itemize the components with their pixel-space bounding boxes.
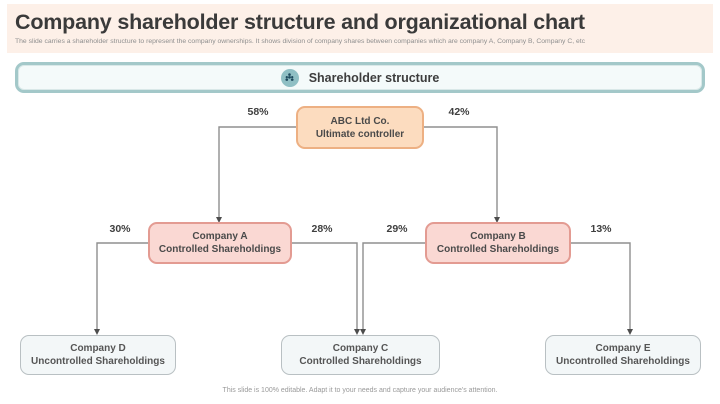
node-abc-ltd: ABC Ltd Co. Ultimate controller	[296, 106, 424, 149]
page-title: Company shareholder structure and organi…	[15, 10, 585, 34]
node-company-e: Company E Uncontrolled Shareholdings	[545, 335, 701, 375]
node-c-title: Company C	[332, 343, 389, 354]
node-b-title: Company B	[470, 231, 526, 242]
edge-label-a-c: 28%	[311, 223, 333, 235]
footer-note: This slide is 100% editable. Adapt it to…	[222, 387, 498, 394]
node-company-c: Company C Controlled Shareholdings	[281, 335, 440, 375]
node-company-b: Company B Controlled Shareholdings	[425, 222, 571, 264]
header-band: Company shareholder structure and organi…	[7, 4, 713, 53]
node-abc-title: ABC Ltd Co.	[330, 115, 390, 127]
node-abc-subtitle: Ultimate controller	[315, 128, 405, 140]
edge-label-abc-b: 42%	[448, 106, 470, 118]
shareholder-structure-banner: Shareholder structure	[15, 62, 705, 93]
edge-label-abc-a: 58%	[247, 106, 269, 118]
banner-label: Shareholder structure	[308, 70, 440, 85]
node-company-d: Company D Uncontrolled Shareholdings	[20, 335, 176, 375]
node-e-subtitle: Uncontrolled Shareholdings	[556, 356, 690, 367]
people-group-icon	[280, 68, 299, 87]
edge-label-b-e: 13%	[590, 223, 612, 235]
node-c-subtitle: Controlled Shareholdings	[299, 356, 422, 367]
node-company-a: Company A Controlled Shareholdings	[148, 222, 292, 264]
edge-label-a-d: 30%	[109, 223, 131, 235]
node-e-title: Company E	[595, 343, 651, 354]
node-d-subtitle: Uncontrolled Shareholdings	[31, 356, 165, 367]
node-b-subtitle: Controlled Shareholdings	[436, 244, 560, 255]
node-d-title: Company D	[70, 343, 126, 354]
page-subtitle: The slide carries a shareholder structur…	[15, 38, 586, 45]
edge-label-b-c: 29%	[386, 223, 408, 235]
node-a-title: Company A	[192, 231, 248, 242]
node-a-subtitle: Controlled Shareholdings	[158, 244, 282, 255]
